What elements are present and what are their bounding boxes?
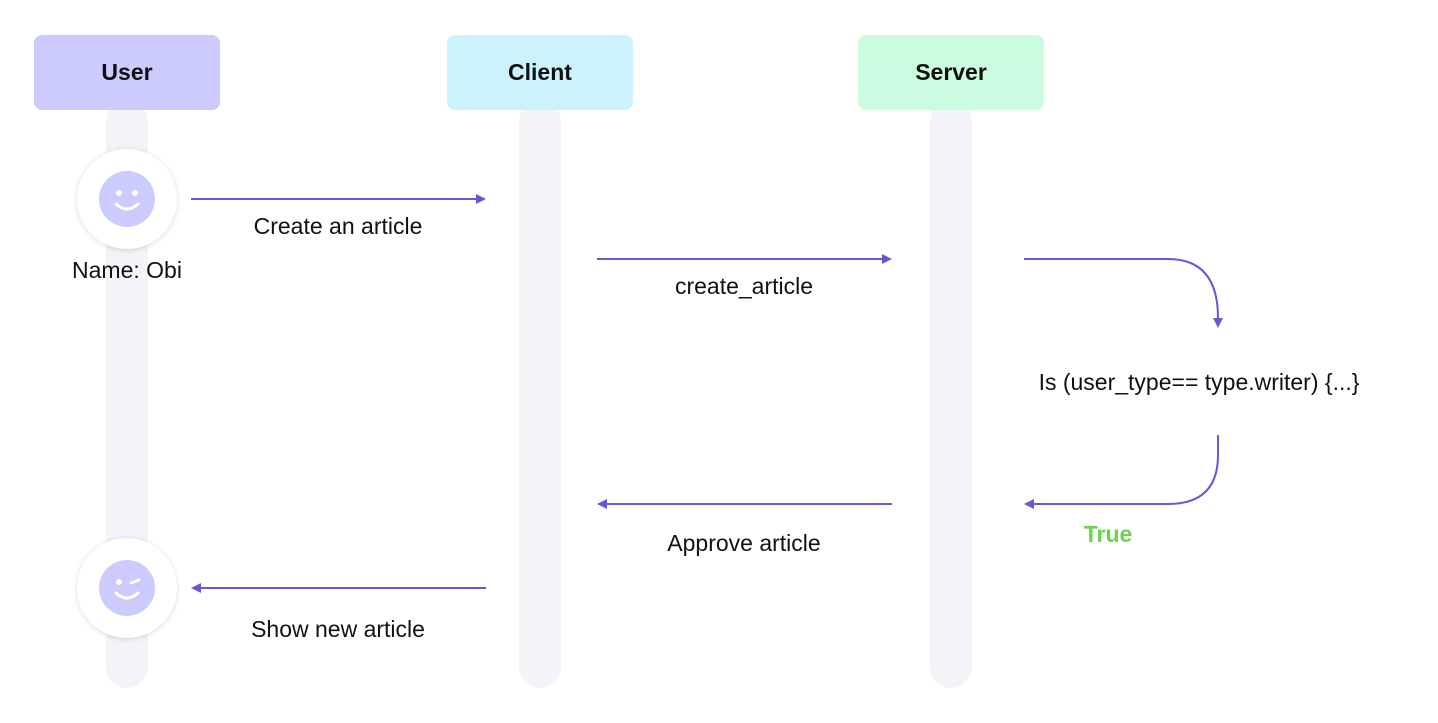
message-label-show-new-article: Show new article <box>251 616 425 642</box>
message-label-approve-article: Approve article <box>667 530 821 556</box>
server-lifeline <box>930 100 972 688</box>
arrowhead-self-check-return <box>1024 499 1034 509</box>
user-avatar-end <box>77 538 177 638</box>
arrowhead-create-article <box>882 254 892 264</box>
client-header-label: Client <box>508 59 572 85</box>
client-header: Client <box>447 35 633 110</box>
winking-face-icon <box>99 560 155 616</box>
server-header: Server <box>858 35 1044 110</box>
server-header-label: Server <box>915 59 987 85</box>
arrowhead-create-an-article <box>476 194 486 204</box>
server-condition-label: Is (user_type== type.writer) {...} <box>1038 369 1360 395</box>
user-header-label: User <box>101 59 153 85</box>
arrow-self-check-return <box>1032 435 1219 505</box>
arrowhead-approve-article <box>597 499 607 509</box>
smiley-face-icon <box>99 171 155 227</box>
user-avatar-start <box>77 149 177 249</box>
arrowhead-self-check-down <box>1213 318 1223 328</box>
arrow-self-check-down <box>1024 258 1219 319</box>
message-label-create-article: create_article <box>674 273 814 299</box>
message-label-create-an-article: Create an article <box>253 213 423 239</box>
server-result-label: True <box>1083 521 1133 547</box>
client-lifeline <box>519 100 561 688</box>
arrowhead-show-new-article <box>191 583 201 593</box>
user-header: User <box>34 35 220 110</box>
user-name-label: Name: Obi <box>72 257 182 283</box>
